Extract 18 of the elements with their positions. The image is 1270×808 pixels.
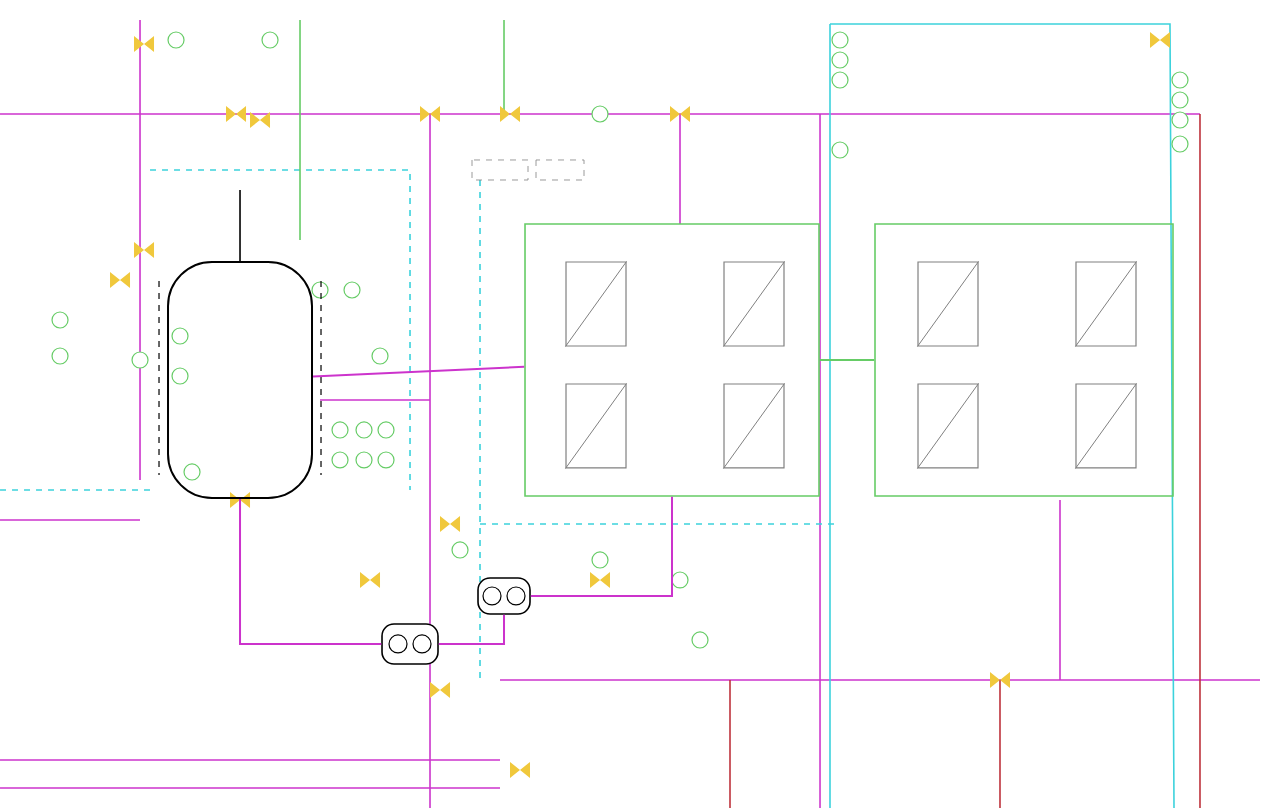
filter-module — [1074, 382, 1138, 470]
pipe — [239, 498, 383, 645]
filter-skid-frame — [874, 223, 1174, 497]
filter-module — [564, 260, 628, 348]
filter-module — [916, 260, 980, 348]
pump-symbol — [477, 577, 531, 615]
filter-module — [564, 382, 628, 470]
pipe — [818, 359, 876, 361]
filter-skid-frame — [524, 223, 820, 497]
pump-symbol — [381, 623, 439, 665]
filter-module — [722, 382, 786, 470]
filter-module — [722, 260, 786, 348]
pipe — [437, 613, 505, 645]
filter-module — [1074, 260, 1138, 348]
pipe — [312, 365, 526, 378]
reactor-vessel — [158, 261, 322, 499]
filter-module — [916, 382, 980, 470]
pipe — [529, 495, 673, 597]
